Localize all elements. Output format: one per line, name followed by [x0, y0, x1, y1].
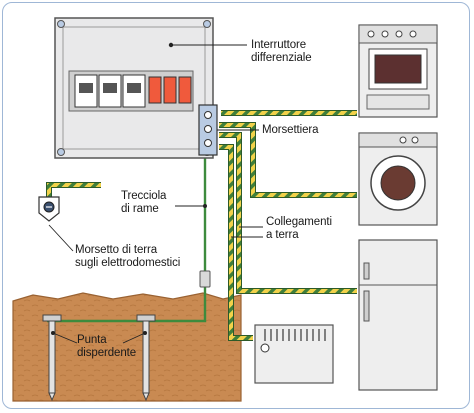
stove-appliance	[358, 24, 438, 118]
radiator-appliance	[254, 324, 334, 384]
diagram-frame: Interruttore differenziale Morsettiera T…	[2, 2, 470, 409]
label-punta: Punta disperdente	[77, 334, 136, 359]
earth-wires	[46, 110, 357, 341]
label-morsetto: Morsetto di terra sugli elettrodomestici	[75, 244, 181, 269]
label-trecciola: Trecciola di rame	[121, 190, 167, 215]
ground-rod-left	[42, 314, 62, 402]
rod-pointer-dot-right	[143, 331, 147, 335]
washing-machine-appliance	[358, 132, 438, 226]
terminal-block	[198, 104, 218, 156]
braid-pointer-dot	[203, 204, 207, 208]
leader-lines	[48, 44, 263, 344]
label-interruttore: Interruttore differenziale	[251, 39, 312, 64]
braid-connector	[199, 270, 211, 288]
refrigerator-appliance	[358, 239, 438, 391]
grounding-diagram	[12, 17, 438, 402]
ground-rod-right	[136, 314, 156, 402]
label-morsettiera: Morsettiera	[262, 124, 319, 136]
electrical-panel	[54, 17, 214, 159]
copper-braid	[47, 155, 207, 323]
rod-pointer-dot-left	[51, 331, 55, 335]
ground-clamp-icon	[38, 196, 60, 222]
label-collegamenti: Collegamenti a terra	[266, 216, 332, 241]
